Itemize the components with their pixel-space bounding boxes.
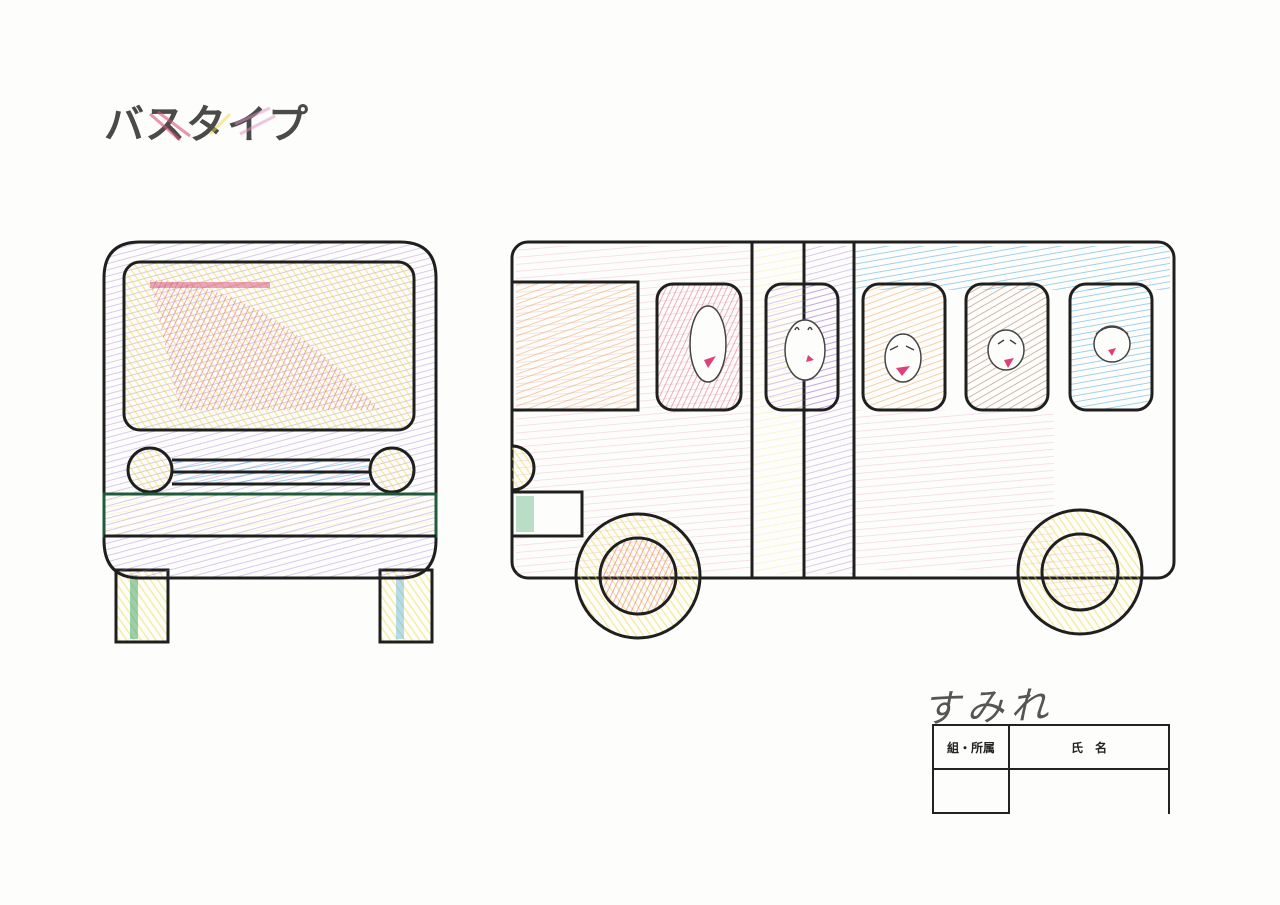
passenger-window-5	[1068, 282, 1154, 412]
front-bumper	[102, 492, 438, 538]
passenger-window-3	[861, 282, 947, 412]
side-cab-window	[512, 280, 640, 412]
left-headlight	[126, 446, 174, 494]
passenger-window-2	[764, 282, 840, 412]
side-front-wheel	[574, 512, 702, 640]
passenger-face-1	[704, 356, 716, 368]
right-headlight	[368, 446, 416, 494]
name-field[interactable]	[1008, 768, 1170, 813]
passenger-face-4	[1004, 358, 1014, 368]
passenger-window-4	[964, 282, 1050, 412]
side-bumper	[510, 490, 584, 538]
name-form: 組・所属 氏 名	[932, 724, 1170, 814]
passenger-face-3	[896, 366, 910, 376]
side-headlight	[511, 444, 536, 492]
bus-side-view	[510, 240, 1176, 640]
front-grille	[172, 458, 370, 486]
passenger-face-2	[806, 355, 814, 362]
group-label: 組・所属	[932, 724, 1010, 770]
bus-front-view	[102, 240, 438, 644]
side-rear-wheel	[1016, 508, 1144, 636]
front-left-wheel	[114, 568, 170, 644]
name-label: 氏 名	[1008, 724, 1170, 770]
group-field[interactable]	[932, 768, 1010, 814]
passenger-window-1	[655, 282, 743, 412]
passenger-face-5	[1108, 348, 1116, 356]
front-right-wheel	[378, 568, 434, 644]
